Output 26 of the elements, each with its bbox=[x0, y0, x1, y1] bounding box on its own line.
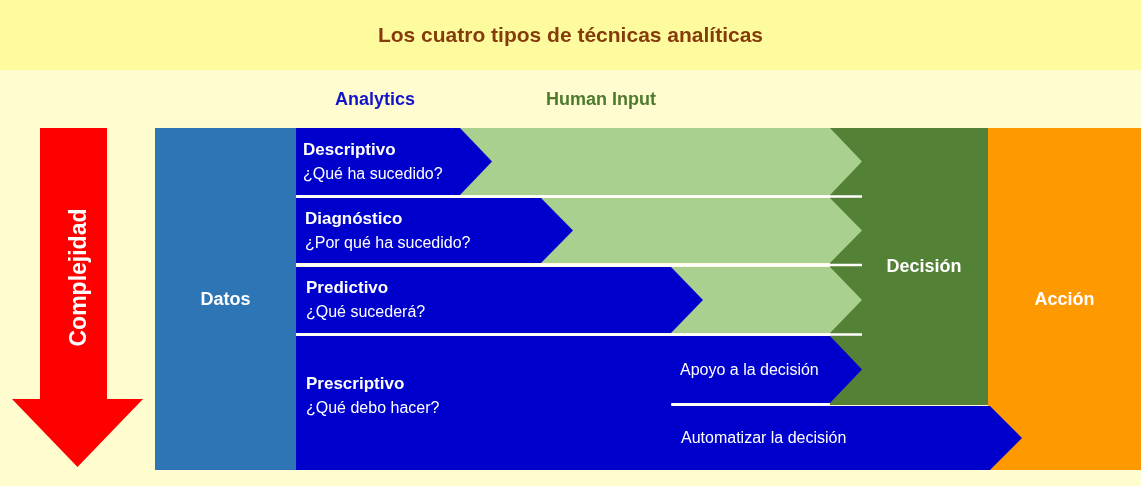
question-text: ¿Qué debo hacer? bbox=[306, 398, 441, 418]
node-label: Complejidad bbox=[64, 208, 91, 347]
question-text: ¿Qué ha sucedido? bbox=[303, 163, 444, 184]
chevron-banner bbox=[671, 406, 1022, 470]
node-label: Acción bbox=[1034, 288, 1095, 310]
title: Los cuatro tipos de técnicas analíticas bbox=[377, 23, 764, 47]
complexity-arrow bbox=[12, 128, 143, 467]
category-title: Diagnóstico bbox=[305, 207, 404, 230]
question-text: ¿Por qué ha sucedido? bbox=[305, 232, 472, 253]
node-label: Apoyo a la decisión bbox=[680, 360, 820, 379]
node-label: Decisión bbox=[886, 256, 962, 277]
category-title: Predictivo bbox=[306, 277, 390, 299]
chevron-banner bbox=[296, 198, 573, 263]
question-text: ¿Qué sucederá? bbox=[306, 302, 427, 322]
data-column bbox=[155, 128, 296, 470]
column-heading: Human Input bbox=[546, 89, 656, 110]
category-title: Prescriptivo bbox=[306, 373, 406, 395]
category-title: Descriptivo bbox=[303, 138, 397, 161]
column-heading: Analytics bbox=[335, 89, 416, 110]
decision-column bbox=[830, 128, 988, 405]
chevron-banner bbox=[671, 336, 862, 403]
node-label: Automatizar la decisión bbox=[681, 429, 848, 447]
chevron-banner bbox=[296, 267, 703, 333]
action-column bbox=[988, 128, 1141, 470]
node-label: Datos bbox=[200, 288, 251, 310]
chevron-banner bbox=[296, 128, 492, 195]
